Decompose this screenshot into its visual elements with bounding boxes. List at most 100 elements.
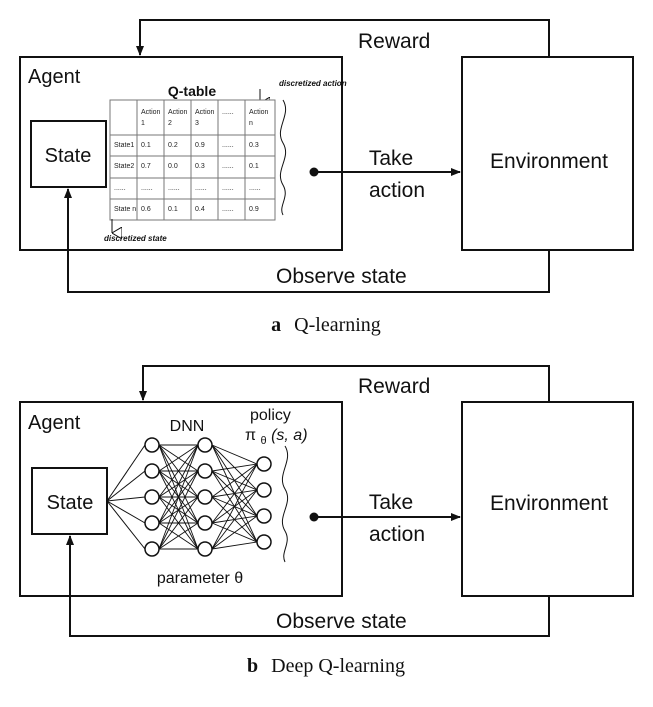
nn-neuron <box>197 541 213 557</box>
caption-text-b: Deep Q-learning <box>271 655 405 677</box>
qtable-cell: 0.1 <box>141 142 151 149</box>
policy-pi: π <box>245 427 256 444</box>
reward-label-b: Reward <box>358 375 430 398</box>
panel-a-q-learning: Reward Agent State Q-table discretized a… <box>19 19 634 336</box>
qtable-cell: 0.2 <box>168 142 178 149</box>
observe-state-arrow-a <box>64 188 550 293</box>
output-curve-a <box>279 99 287 216</box>
state-box-b <box>31 467 108 535</box>
dnn-label: DNN <box>170 418 205 435</box>
take-action-line1-b: Take <box>369 491 413 514</box>
nn-connection <box>211 515 258 550</box>
discretized-state-label: discretized state <box>104 234 167 243</box>
nn-connection <box>211 463 258 550</box>
nn-neuron <box>197 489 213 505</box>
qtable-cell: 0.7 <box>141 163 151 170</box>
nn-neuron <box>256 508 272 524</box>
nn-neuron <box>144 463 160 479</box>
take-action-line1-a: Take <box>369 147 413 170</box>
qtable-cell: ...... <box>222 142 234 149</box>
reward-arrow-b <box>139 365 550 402</box>
nn-neuron <box>197 515 213 531</box>
caption-letter-b: b <box>247 655 258 677</box>
nn-connection <box>158 470 199 550</box>
state-label-a: State <box>45 145 92 167</box>
qtable-cell: State1 <box>114 142 134 149</box>
qtable-cell: ...... <box>249 185 261 192</box>
caption-a: a Q-learning <box>271 314 381 336</box>
input-connection <box>106 470 146 502</box>
input-connection <box>106 496 146 502</box>
qtable-header-cell: ...... <box>222 109 234 116</box>
caption-letter-a: a <box>271 314 281 336</box>
qtable-cell: ...... <box>195 185 207 192</box>
nn-connection <box>158 444 199 472</box>
input-connection <box>106 500 146 524</box>
policy-label-line1: policy <box>250 407 291 424</box>
discretized-action-label: discretized action <box>279 79 347 88</box>
observe-state-label-a: Observe state <box>276 265 407 288</box>
parameter-label: parameter θ <box>157 570 243 587</box>
nn-connection <box>158 496 199 550</box>
qtable-cell: 0.4 <box>195 206 205 213</box>
reward-label-a: Reward <box>358 30 430 53</box>
environment-box-b <box>461 401 634 597</box>
qtable-cell: 0.6 <box>141 206 151 213</box>
nn-neuron <box>256 534 272 550</box>
qtable-cell: ...... <box>114 185 126 192</box>
nn-neuron <box>144 541 160 557</box>
nn-neuron <box>256 482 272 498</box>
qtable-cell: 0.9 <box>195 142 205 149</box>
nn-connection <box>211 463 258 524</box>
environment-box-a <box>461 56 634 251</box>
environment-label-a: Environment <box>490 150 608 173</box>
nn-neuron <box>144 437 160 453</box>
nn-connection <box>211 489 258 550</box>
output-curve-b <box>281 445 289 563</box>
policy-args: (s, a) <box>271 427 307 444</box>
take-action-line2-b: action <box>369 523 425 546</box>
qtable-cell: ...... <box>222 206 234 213</box>
qtable-cell: ...... <box>222 163 234 170</box>
neural-network <box>106 437 272 557</box>
qtable-cell: 0.1 <box>249 163 259 170</box>
qtable-cell: ...... <box>168 185 180 192</box>
qtable-cell: ...... <box>222 185 234 192</box>
nn-connection <box>211 463 258 498</box>
nn-connection <box>211 463 258 472</box>
nn-connection <box>158 444 199 498</box>
agent-label-a: Agent <box>28 66 81 88</box>
qtable-cell: 0.9 <box>249 206 259 213</box>
qtable-cell: 0.0 <box>168 163 178 170</box>
nn-neuron <box>197 437 213 453</box>
policy-theta: θ <box>261 435 267 447</box>
nn-neuron <box>197 463 213 479</box>
qtable-cell: ...... <box>141 185 153 192</box>
take-action-line2-a: action <box>369 179 425 202</box>
environment-label-b: Environment <box>490 492 608 515</box>
qtable-cell: State2 <box>114 163 134 170</box>
agent-label-b: Agent <box>28 412 81 434</box>
input-connection <box>106 500 146 550</box>
nn-connection <box>211 444 258 465</box>
qtable-cell: State n <box>114 206 136 213</box>
nn-connection <box>211 541 258 550</box>
nn-connection <box>158 444 199 550</box>
caption-b: b Deep Q-learning <box>247 655 405 677</box>
nn-connection <box>158 444 199 524</box>
state-label-b: State <box>47 492 94 514</box>
nn-connection <box>158 522 199 550</box>
panel-b-deep-q-learning: Reward Agent State DNN parameter θ polic… <box>19 365 634 677</box>
qtable-cell: 0.1 <box>168 206 178 213</box>
observe-state-label-b: Observe state <box>276 610 407 633</box>
nn-neuron <box>144 515 160 531</box>
state-box-a <box>30 120 107 188</box>
reward-arrow-a <box>136 19 550 57</box>
qtable-cell: 0.3 <box>249 142 259 149</box>
